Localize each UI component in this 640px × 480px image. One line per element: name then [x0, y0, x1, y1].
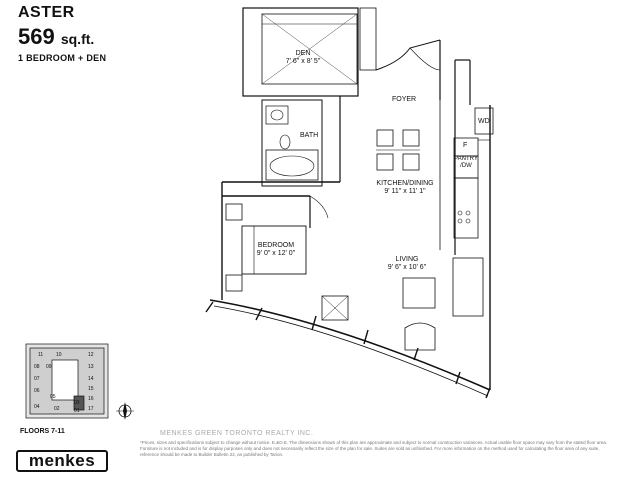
room-kitchen: KITCHEN/DINING 9' 11" x 11' 1" [360, 180, 450, 197]
suite-area: 569 sq.ft. [18, 24, 94, 50]
room-pantry-label: PANTRY /DW [454, 156, 478, 170]
room-den: DEN 7' 6" x 8' 5" [268, 50, 338, 67]
kitchen-label: KITCHEN/DINING [376, 180, 434, 187]
room-foyer-label: FOYER [392, 96, 417, 103]
area-unit: sq.ft. [60, 31, 95, 47]
keyplan-unit-16: 16 [88, 396, 94, 402]
area-value: 569 [18, 24, 55, 49]
keyplan-unit-04: 04 [34, 404, 40, 410]
bedroom-count: 1 BEDROOM + DEN [18, 53, 107, 63]
keyplan-unit-13: 13 [88, 364, 94, 370]
keyplan-unit-03: 03 [74, 400, 80, 406]
keyplan-unit-12: 12 [88, 352, 94, 358]
room-fridge-label: F [463, 142, 468, 149]
room-living: LIVING 9' 6" x 10' 6" [372, 256, 442, 273]
kitchen-dims: 9' 11" x 11' 1" [384, 188, 426, 196]
keyplan-unit-01: 01 [74, 408, 80, 414]
keyplan-units: 11 10 12 08 09 13 07 14 15 16 06 05 03 17 04 02 01 [30, 348, 104, 414]
den-outline [242, 7, 359, 97]
keyplan-unit-17: 17 [88, 406, 94, 412]
watermark: MENKES GREEN TORONTO REALTY INC. [160, 430, 314, 437]
suite-name: ASTER [18, 4, 75, 21]
living-dims: 9' 6" x 10' 6" [387, 264, 427, 272]
floors-label: FLOORS 7-11 [20, 428, 65, 435]
room-bath-label: BATH [300, 132, 319, 139]
keyplan-unit-15: 15 [88, 386, 94, 392]
den-bed [261, 13, 358, 85]
keyplan-unit-05: 05 [50, 394, 56, 400]
room-wd-label: WD [478, 118, 490, 125]
keyplan-unit-07: 07 [34, 376, 40, 382]
den-dims: 7' 6" x 8' 5" [285, 58, 321, 66]
compass-icon [116, 402, 134, 420]
keyplan-unit-08: 08 [34, 364, 40, 370]
bedroom-dims: 9' 0" x 12' 0" [256, 250, 296, 258]
living-label: LIVING [395, 256, 419, 263]
keyplan-unit-02: 02 [54, 406, 60, 412]
den-label: DEN [295, 50, 311, 57]
disclaimer-text: *Prices, sizes and specifications subjec… [140, 440, 608, 458]
menkes-logo: menkes [16, 450, 108, 472]
room-bedroom: BEDROOM 9' 0" x 12' 0" [246, 242, 306, 259]
keyplan [25, 343, 109, 419]
keyplan-unit-09: 09 [46, 364, 52, 370]
keyplan-unit-10: 10 [56, 352, 62, 358]
keyplan-unit-11: 11 [38, 352, 44, 358]
keyplan-unit-14: 14 [88, 376, 94, 382]
bedroom-label: BEDROOM [257, 242, 295, 249]
keyplan-unit-06: 06 [34, 388, 40, 394]
